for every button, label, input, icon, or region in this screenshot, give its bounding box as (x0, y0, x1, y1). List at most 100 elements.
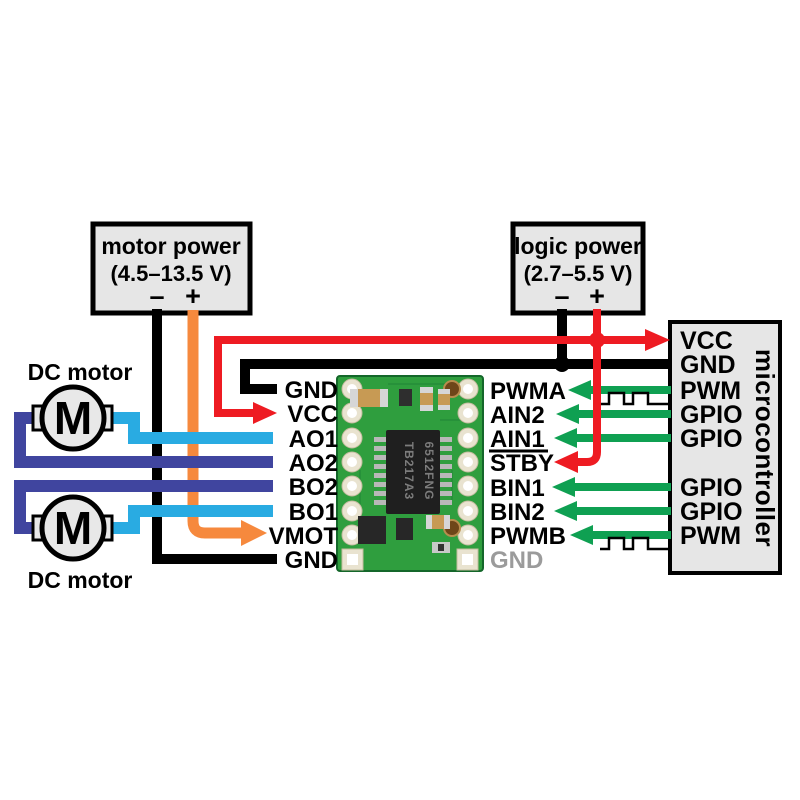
logic-power-range: (2.7–5.5 V) (524, 261, 633, 286)
wire-bo1 (100, 505, 273, 534)
micro-pin-gpio-1: GPIO (680, 401, 743, 429)
motor-symbol: M (54, 392, 92, 444)
pwmb-arrowhead (570, 525, 593, 545)
motor-power-box (90, 221, 253, 316)
bin1-arrowhead (552, 477, 575, 497)
pin-label-gnd-bottom: GND (285, 547, 338, 574)
ain1-arrowhead (554, 428, 577, 448)
micro-pin-vcc: VCC (680, 327, 733, 355)
pwm-waveform-icon (600, 391, 668, 406)
wire-logic-gnd-bus (240, 359, 672, 394)
pin-label-gnd-top: GND (285, 377, 338, 404)
pwm-waveform-icon (600, 536, 668, 551)
ic-body (386, 430, 440, 514)
motor-power-minus-sign: – (149, 281, 164, 311)
pad-hole (347, 530, 357, 540)
micro-pin-pwm-a: PWM (680, 377, 741, 405)
pin-label-bin2: BIN2 (490, 499, 545, 526)
pin-label-gnd-gray: GND (490, 547, 543, 574)
pin-label-pwma: PWMA (490, 378, 566, 405)
wire-ao1 (100, 412, 273, 444)
motor-power-title: motor power (101, 233, 240, 259)
pcb-traces (359, 383, 462, 510)
pin-label-bin1: BIN1 (490, 475, 545, 502)
capacitor-end (420, 405, 433, 411)
driver-ic: TB217A3 6512FNG (374, 430, 452, 514)
capacitor-end (444, 515, 450, 529)
wire-vmot (187, 310, 242, 539)
motor-body (39, 384, 107, 452)
micro-pin-gpio-2: GPIO (680, 425, 743, 453)
capacitor (438, 389, 450, 410)
pad-hole (463, 530, 473, 540)
pad-hole (347, 554, 358, 565)
pin-label-ao1: AO1 (289, 426, 338, 453)
smd-component (358, 516, 386, 544)
pwma-arrowhead (568, 380, 591, 400)
pin-label-stby: STBY (490, 450, 554, 477)
micro-pin-gnd: GND (680, 351, 736, 379)
pin-label-ain2: AIN2 (490, 402, 545, 429)
capacitor (350, 389, 388, 407)
motor-symbol: M (54, 502, 92, 554)
capacitor-end (426, 515, 432, 529)
logic-power-box (510, 221, 646, 316)
dc-motor-bottom-label: DC motor (28, 567, 133, 593)
pin-label-ao2: AO2 (289, 450, 338, 477)
driver-board: TB217A3 6512FNG (336, 375, 484, 572)
dc-motor-top-label: DC motor (28, 359, 133, 385)
pin-label-ain1: AIN1 (490, 426, 545, 453)
stby-arrowhead (554, 451, 578, 473)
pad-hole (347, 481, 357, 491)
pad-hole (463, 408, 473, 418)
pad-hole (463, 506, 473, 516)
pad-hole (463, 457, 473, 467)
capacitor-end (438, 389, 450, 394)
micro-pin-gpio-3: GPIO (680, 474, 743, 502)
pad-hole (462, 554, 473, 565)
pin-label-bo1: BO1 (289, 499, 338, 526)
wire-stby (578, 309, 601, 466)
pad-hole (463, 481, 473, 491)
smd-component (438, 544, 444, 551)
microcontroller-title: microcontroller (750, 349, 780, 547)
vmot-arrowhead (241, 520, 267, 546)
motor-power-plus-sign: + (185, 281, 201, 311)
gnd-junction-dot (554, 356, 570, 372)
dc-motor-bottom: M (31, 494, 114, 562)
pad-hole (463, 384, 473, 394)
vcc-junction-dot (589, 332, 605, 348)
wire-vcc-bus (214, 336, 646, 417)
capacitor-end (380, 389, 388, 407)
pin-label-pwmb: PWMB (490, 523, 566, 550)
pad-hole (347, 506, 357, 516)
bin2-arrowhead (554, 501, 577, 521)
pin-label-vmot: VMOT (269, 523, 339, 550)
motor-body (39, 494, 107, 562)
pad-hole (347, 433, 357, 443)
micro-pin-gpio-4: GPIO (680, 498, 743, 526)
dc-motor-top: M (31, 384, 114, 452)
pin-label-vcc: VCC (287, 401, 338, 428)
motor-power-range: (4.5–13.5 V) (110, 261, 231, 286)
smd-component (396, 518, 413, 540)
ic-marking-line2: 6512FNG (422, 441, 436, 500)
logic-power-title: logic power (514, 233, 642, 259)
pin-label-bo2: BO2 (289, 474, 338, 501)
micro-pin-pwm-b: PWM (680, 522, 741, 550)
pcb-right-pads (456, 378, 479, 571)
micro-vcc-arrowhead (645, 329, 670, 351)
logic-power-plus-sign: + (589, 281, 605, 311)
capacitor-end (420, 387, 433, 393)
ic-marking-line1: TB217A3 (402, 442, 416, 500)
pad-hole (463, 433, 473, 443)
pad-hole (347, 457, 357, 467)
pad-hole (347, 408, 357, 418)
smd-component (399, 389, 412, 406)
ain2-arrowhead (556, 404, 579, 424)
wire-motor-power-gnd (152, 309, 277, 564)
microcontroller-box (668, 320, 782, 575)
logic-power-minus-sign: – (554, 281, 569, 311)
